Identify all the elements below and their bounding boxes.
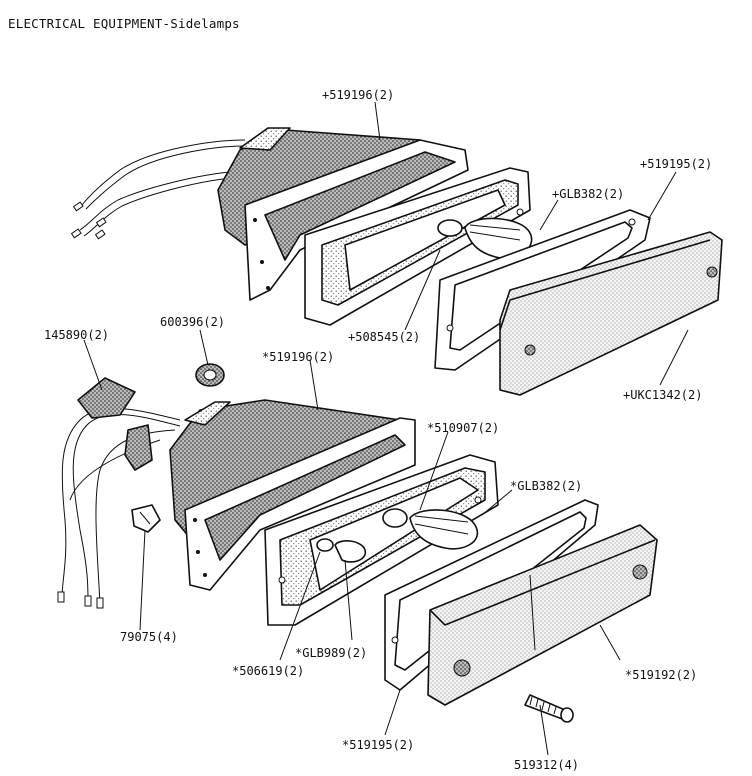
part-label-145890: 145890(2) [44, 328, 109, 342]
part-label-glb382-upper: +GLB382(2) [552, 187, 624, 201]
part-label-510907: *510907(2) [427, 421, 499, 435]
part-label-519196-upper: +519196(2) [322, 88, 394, 102]
part-label-506619: *506619(2) [232, 664, 304, 678]
part-label-ukc1342: +UKC1342(2) [623, 388, 702, 402]
lower-bulb-large [382, 508, 479, 550]
part-label-519192: *519192(2) [625, 668, 697, 682]
lower-bulb-small [316, 538, 367, 563]
leader-lines [83, 101, 689, 756]
part-label-600396: 600396(2) [160, 315, 225, 329]
part-label-519312: 519312(4) [514, 758, 579, 772]
part-label-glb989: *GLB989(2) [295, 646, 367, 660]
screw [524, 694, 574, 723]
lower-wires [57, 408, 181, 609]
lower-lens [427, 524, 658, 706]
part-label-519195-lower: *519195(2) [342, 738, 414, 752]
part-label-glb382-lower: *GLB382(2) [510, 479, 582, 493]
part-label-519195-upper: +519195(2) [640, 157, 712, 171]
upper-wires [70, 139, 246, 240]
part-label-508545: +508545(2) [348, 330, 420, 344]
part-label-519196-lower: *519196(2) [262, 350, 334, 364]
part-label-79075: 79075(4) [120, 630, 178, 644]
page-title: ELECTRICAL EQUIPMENT-Sidelamps [8, 16, 240, 31]
wire-clip [77, 377, 153, 471]
connector-79075 [131, 504, 161, 533]
upper-bulb-holder [304, 167, 531, 326]
lower-housing [169, 399, 416, 591]
grommet [195, 363, 225, 387]
upper-lens [499, 231, 723, 396]
upper-bulb [437, 217, 533, 260]
